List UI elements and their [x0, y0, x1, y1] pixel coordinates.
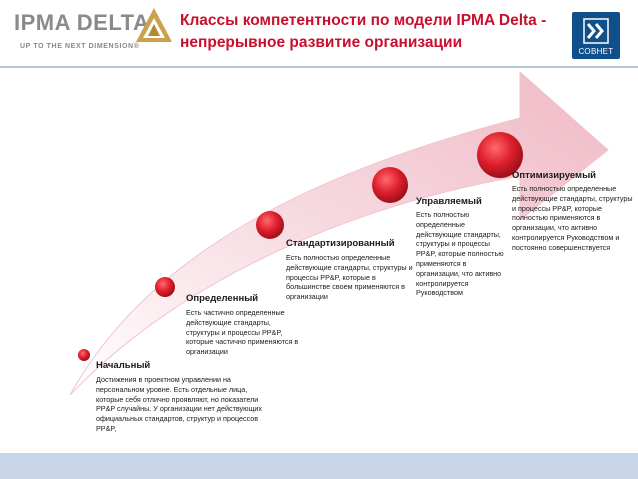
stage-1-title: Начальный	[96, 360, 151, 371]
stage-5-text: Есть полностью определенные действующие …	[512, 184, 633, 252]
sovnet-badge[interactable]: СОВНЕТ	[572, 12, 620, 59]
header-divider	[0, 66, 638, 68]
stage-3-text: Есть полностью определенные действующие …	[286, 253, 413, 302]
stage-4-text: Есть полностью определенные действующие …	[416, 210, 504, 298]
footer-bar	[0, 453, 638, 479]
stage-2-text: Есть частично определенные действующие с…	[186, 308, 299, 357]
arrow-body	[69, 70, 609, 396]
logo-name: IPMA DELTA	[14, 10, 150, 35]
stage-marker-1	[78, 349, 90, 361]
double-chevron-icon	[583, 18, 609, 44]
stage-3-title: Стандартизированный	[286, 238, 395, 249]
stage-marker-4	[372, 167, 408, 203]
stage-marker-3	[256, 211, 284, 239]
slide-title: Классы компетентности по модели IPMA Del…	[180, 12, 547, 51]
logo-tagline: UP TO THE NEXT DIMENSION®	[20, 43, 140, 50]
stage-marker-2	[155, 277, 175, 297]
stage-5-title: Оптимизируемый	[512, 170, 597, 181]
stage-4-title: Управляемый	[416, 196, 482, 207]
stage-marker-5	[477, 132, 523, 178]
stage-1-text: Достижения в проектном управлении на пер…	[96, 375, 263, 433]
delta-logo-icon	[136, 8, 172, 42]
header: IPMA DELTA UP TO THE NEXT DIMENSION® Кла…	[0, 0, 638, 66]
sovnet-label: СОВНЕТ	[578, 47, 614, 56]
stage-2-title: Определенный	[186, 293, 259, 304]
